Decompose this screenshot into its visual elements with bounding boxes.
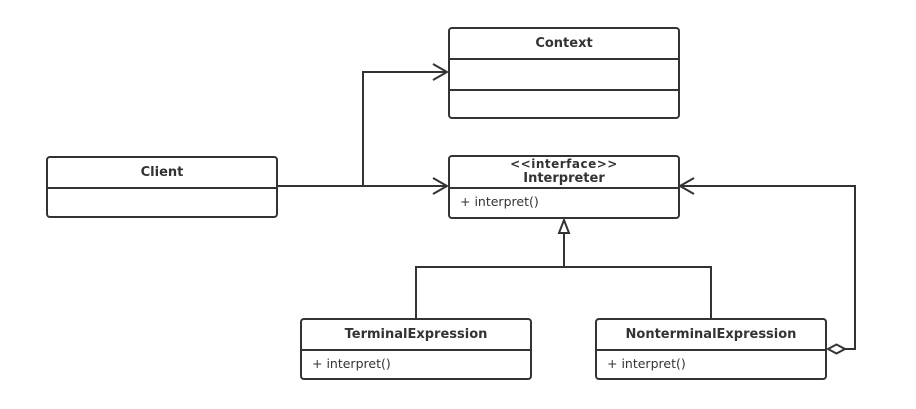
interpreter-arrowhead xyxy=(432,177,450,195)
class-terminal-expression-operations: + interpret() xyxy=(302,351,530,371)
context-arrowhead xyxy=(432,63,450,81)
aggregation-line xyxy=(680,185,856,350)
interpreter-stereotype: <<interface>> xyxy=(510,157,618,171)
class-context-name: Context xyxy=(535,36,593,51)
class-context-operations xyxy=(450,89,678,119)
class-client-name: Client xyxy=(140,165,184,180)
class-nonterminal-expression-header: NonterminalExpression xyxy=(597,320,825,351)
class-nonterminal-expression-operations: + interpret() xyxy=(597,351,825,371)
class-nonterminal-expression-name: NonterminalExpression xyxy=(625,327,797,342)
nonterminal-expression-operation: + interpret() xyxy=(607,356,686,371)
realization-triangle xyxy=(557,217,571,234)
class-terminal-expression[interactable]: TerminalExpression + interpret() xyxy=(300,318,532,380)
class-client-header: Client xyxy=(48,158,276,189)
class-interpreter-operations: + interpret() xyxy=(450,189,678,209)
class-nonterminal-expression[interactable]: NonterminalExpression + interpret() xyxy=(595,318,827,380)
class-client[interactable]: Client xyxy=(46,156,278,218)
aggregation-diamond xyxy=(825,343,848,355)
class-terminal-expression-name: TerminalExpression xyxy=(344,327,488,342)
aggregation-arrowhead xyxy=(677,177,695,195)
class-interpreter-name: Interpreter xyxy=(523,171,605,186)
terminal-realization-line xyxy=(415,266,712,318)
class-interpreter-header: <<interface>> Interpreter xyxy=(450,157,678,189)
client-context-association xyxy=(278,71,447,187)
class-context[interactable]: Context xyxy=(448,27,680,119)
class-context-attributes xyxy=(450,60,678,89)
terminal-expression-operation: + interpret() xyxy=(312,356,391,371)
class-context-header: Context xyxy=(450,29,678,60)
class-terminal-expression-header: TerminalExpression xyxy=(302,320,530,351)
interpreter-operation: + interpret() xyxy=(460,194,539,209)
class-interpreter[interactable]: <<interface>> Interpreter + interpret() xyxy=(448,155,680,219)
